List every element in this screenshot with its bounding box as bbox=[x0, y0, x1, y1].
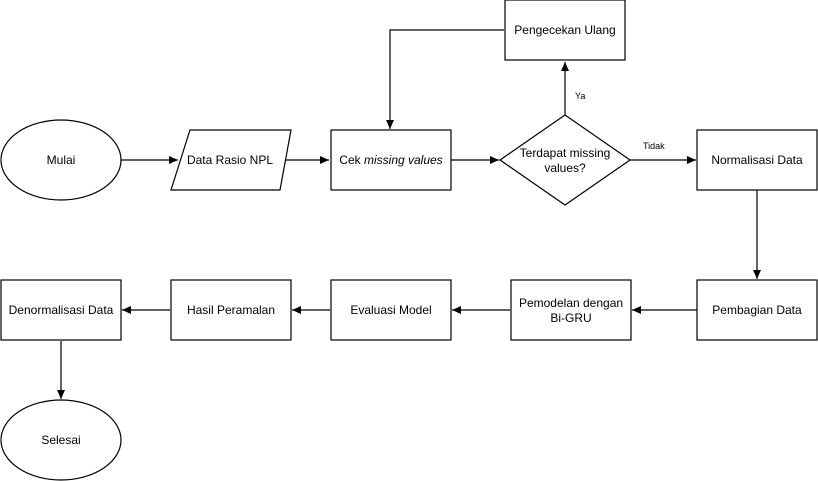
split-box bbox=[696, 279, 818, 341]
edges bbox=[57, 29, 761, 399]
decision-diamond bbox=[498, 114, 632, 206]
forecast-box bbox=[170, 279, 292, 341]
check-label-italic: missing values bbox=[364, 153, 443, 167]
denormalize-box bbox=[0, 279, 122, 341]
check-box bbox=[330, 129, 452, 191]
split-node: Pembagian Data bbox=[696, 279, 818, 341]
normalize-node: Normalisasi Data bbox=[696, 129, 818, 191]
model-box bbox=[510, 279, 632, 341]
evaluate-node: Evaluasi Model bbox=[330, 279, 452, 341]
end-label: Selesai bbox=[41, 433, 80, 447]
recheck-box bbox=[504, 0, 626, 61]
check-label-prefix: Cek bbox=[339, 153, 364, 167]
end-ellipse bbox=[0, 399, 122, 481]
decision-node: Terdapat missing values? bbox=[498, 114, 632, 206]
start-label: Mulai bbox=[47, 153, 76, 167]
start-ellipse bbox=[0, 119, 122, 201]
input-parallelogram bbox=[170, 129, 292, 191]
recheck-node: Pengecekan Ulang bbox=[504, 0, 626, 61]
edge-recheck-to-check bbox=[386, 29, 504, 129]
input-node: Data Rasio NPL bbox=[170, 129, 292, 191]
yes-label: Ya bbox=[575, 91, 585, 101]
decision-label-line1: Terdapat missing bbox=[520, 146, 611, 160]
end-node: Selesai bbox=[0, 399, 122, 481]
decision-label-line2: values? bbox=[544, 161, 586, 175]
no-label: Tidak bbox=[643, 141, 665, 151]
evaluate-box bbox=[330, 279, 452, 341]
input-label: Data Rasio NPL bbox=[187, 153, 273, 167]
normalize-label: Normalisasi Data bbox=[711, 153, 803, 167]
check-label: Cek missing values bbox=[339, 153, 442, 167]
normalize-box bbox=[696, 129, 818, 191]
evaluate-label: Evaluasi Model bbox=[350, 303, 431, 317]
recheck-label: Pengecekan Ulang bbox=[514, 23, 615, 37]
start-node: Mulai bbox=[0, 119, 122, 201]
model-node: Pemodelan dengan Bi-GRU bbox=[510, 279, 632, 341]
denormalize-node: Denormalisasi Data bbox=[0, 279, 122, 341]
check-node: Cek missing values bbox=[330, 129, 452, 191]
denormalize-label: Denormalisasi Data bbox=[9, 303, 114, 317]
model-label-line2: Bi-GRU bbox=[550, 311, 591, 325]
split-label: Pembagian Data bbox=[712, 303, 802, 317]
forecast-label: Hasil Peramalan bbox=[187, 303, 275, 317]
forecast-node: Hasil Peramalan bbox=[170, 279, 292, 341]
model-label-line1: Pemodelan dengan bbox=[519, 296, 623, 310]
